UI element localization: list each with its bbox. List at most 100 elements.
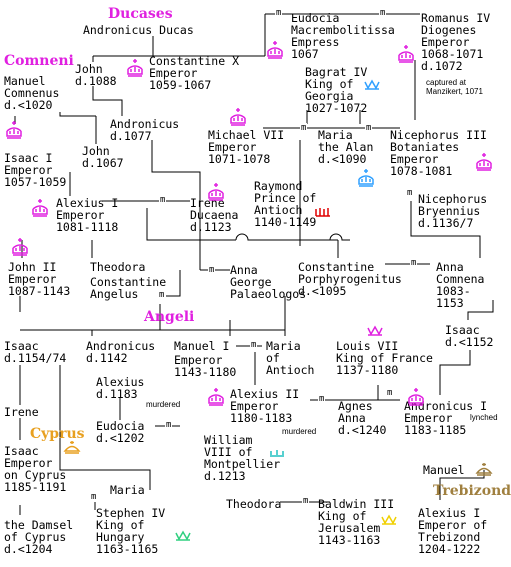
line-anna-isaac (467, 300, 494, 320)
person-constantine-angelus: Constantine Angelus (90, 275, 167, 301)
line-andronicus-michael (151, 140, 201, 270)
person-john-d1067: John d.1067 (82, 144, 124, 170)
dynasty-ducases: Ducases (108, 6, 173, 22)
person-alexius-d1183: Alexius d.1183 (96, 375, 145, 401)
marriage-marker: m (300, 123, 308, 133)
imperial-crown-icon (267, 41, 283, 59)
line-andronicus-i-up (439, 350, 471, 395)
antioch-crown-icon (315, 208, 330, 217)
person-damsel-cyprus: the Damsel of Cyprus d.<1204 (4, 518, 74, 556)
marriage-marker: m (159, 195, 167, 205)
person-theodora-jerusalem: Theodora (226, 497, 282, 511)
marriage-marker: m (208, 265, 216, 275)
line-theodora-angelus (166, 270, 181, 297)
line-john-andronicus (92, 86, 123, 116)
person-william-viii: William VIII of Montpellier d.1213 (204, 433, 281, 483)
person-john-ii: John II Emperor 1087-1143 (8, 260, 71, 298)
person-anna-comnena: Anna Comnena 1083- 1153 (436, 260, 485, 310)
marriage-marker: m (165, 420, 173, 430)
imperial-crown-icon (408, 388, 424, 406)
person-eudocia: Eudocia Macrembolitissa Empress 1067 (291, 11, 395, 61)
person-manuel-i: Manuel I (174, 339, 230, 353)
imperial-crown-icon (208, 183, 224, 201)
person-irene-ducaena: Irene Ducaena d.1123 (190, 196, 239, 234)
person-raymond: Raymond Prince of Antioch 1140-1149 (254, 179, 317, 229)
person-isaac-cyprus: Isaac Emperor on Cyprus 1185-1191 (4, 444, 67, 494)
person-bagrat-iv: Bagrat IV King of Georgia 1027-1072 (305, 65, 368, 115)
note-lynched: lynched (470, 413, 498, 422)
person-nicephorus-iii: Nicephorus III Botaniates Emperor 1078-1… (390, 128, 487, 178)
person-isaac-i: Isaac I Emperor 1057-1059 (4, 151, 67, 189)
imperial-crown-icon (32, 199, 48, 217)
marriage-marker: m (302, 496, 310, 506)
georgian-crown-icon (358, 169, 374, 187)
person-andronicus-d1142: Andronicus d.1142 (86, 339, 156, 365)
person-baldwin-iii: Baldwin III King of Jerusalem 1143-1163 (318, 497, 395, 547)
dynasty-trebizond: Trebizond (433, 483, 511, 499)
person-manuel-trebizond: Manuel (423, 463, 465, 477)
person-manuel-comnenus: Manuel Comnenus d.<1020 (4, 74, 60, 112)
line-bus-east (235, 233, 350, 241)
line-alexius-children (146, 208, 236, 241)
imperial-crown-icon (230, 108, 246, 126)
marriage-marker: m (90, 492, 98, 502)
person-andronicus-d1077: Andronicus d.1077 (110, 117, 180, 143)
person-constantine-x: Constantine X Emperor 1059-1067 (149, 54, 240, 92)
person-irene-cyprus: Irene (4, 405, 39, 419)
line-trebizond (439, 470, 485, 500)
french-crown-icon (367, 325, 383, 336)
note-murdered-alexius-ii: murdered (282, 427, 317, 436)
person-isaac-d1152: Isaac d.<1152 (445, 323, 494, 349)
person-alexius-i: Alexius I Emperor 1081-1118 (56, 196, 119, 234)
montpellier-crown-icon (270, 450, 284, 457)
georgian-crown-icon (364, 79, 380, 90)
line-angeli-bus (19, 296, 286, 336)
imperial-crown-icon (208, 388, 224, 406)
person-romanus-iv: Romanus IV Diogenes Emperor 1068-1071 d.… (421, 11, 491, 73)
person-maria-antioch: Maria of Antioch (266, 339, 315, 377)
person-constantine-porphyrogenitus: Constantine Porphyrogenitus d.<1095 (298, 260, 402, 298)
person-maria-alan: Maria the Alan d.<1090 (318, 128, 374, 166)
note-murdered-alexius: murdered (146, 400, 181, 409)
marriage-marker: m (410, 258, 418, 268)
marriage-marker: m (365, 123, 373, 133)
line-michael-maria (263, 60, 416, 129)
trebizond-crown-icon (475, 463, 493, 476)
person-michael-vii: Michael VII Emperor 1071-1078 (208, 128, 285, 166)
marriage-marker: m (386, 388, 394, 398)
person-theodora-angelus: Theodora (90, 260, 146, 274)
jerusalem-crown-icon (381, 514, 397, 525)
person-andronicus-ducas: Andronicus Ducas (83, 23, 194, 37)
marriage-marker: m (250, 340, 258, 350)
person-louis-vii: Louis VII King of France 1137-1180 (336, 339, 433, 377)
dynasty-cyprus: Cyprus (30, 426, 85, 442)
hungarian-crown-icon (175, 530, 191, 541)
line-manuel-comnenus (14, 112, 97, 144)
person-maria-hungary: Maria (110, 483, 145, 497)
imperial-crown-icon (6, 121, 22, 139)
person-manuel-i-reign: Emperor 1143-1180 (174, 353, 237, 379)
marriage-marker: m (379, 8, 387, 18)
line-andronicus-maria (59, 365, 151, 490)
line-children-bus (21, 240, 93, 258)
person-alexius-ii: Alexius II Emperor 1180-1183 (230, 387, 300, 425)
imperial-crown-icon (476, 153, 492, 171)
person-nicephorus-bryennius: Nicephorus Bryennius d.1136/7 (418, 192, 488, 230)
imperial-crown-icon (12, 238, 28, 256)
marriage-marker: m (406, 188, 414, 198)
dynasty-angeli: Angeli (144, 309, 195, 325)
line-ducas (92, 14, 266, 62)
person-isaac-d1154: Isaac d.1154/74 (4, 339, 67, 365)
line-bryennius (410, 201, 481, 258)
dynasty-comneni: Comneni (4, 53, 74, 69)
person-eudocia-d1202: Eudocia d.<1202 (96, 419, 145, 445)
person-stephen-iv: Stephen IV King of Hungary 1163-1165 (96, 506, 166, 556)
person-john-d1088: John d.1088 (75, 62, 117, 88)
cyprus-crown-icon (63, 441, 81, 454)
line-maria-constantine (299, 140, 339, 258)
marriage-marker: m (318, 394, 326, 404)
imperial-crown-icon (127, 59, 143, 77)
marriage-marker: m (275, 8, 283, 18)
person-alexius-i-trebizond: Alexius I Emperor of Trebizond 1204-1222 (418, 506, 488, 556)
person-agnes-anna: Agnes Anna d.<1240 (338, 399, 387, 437)
